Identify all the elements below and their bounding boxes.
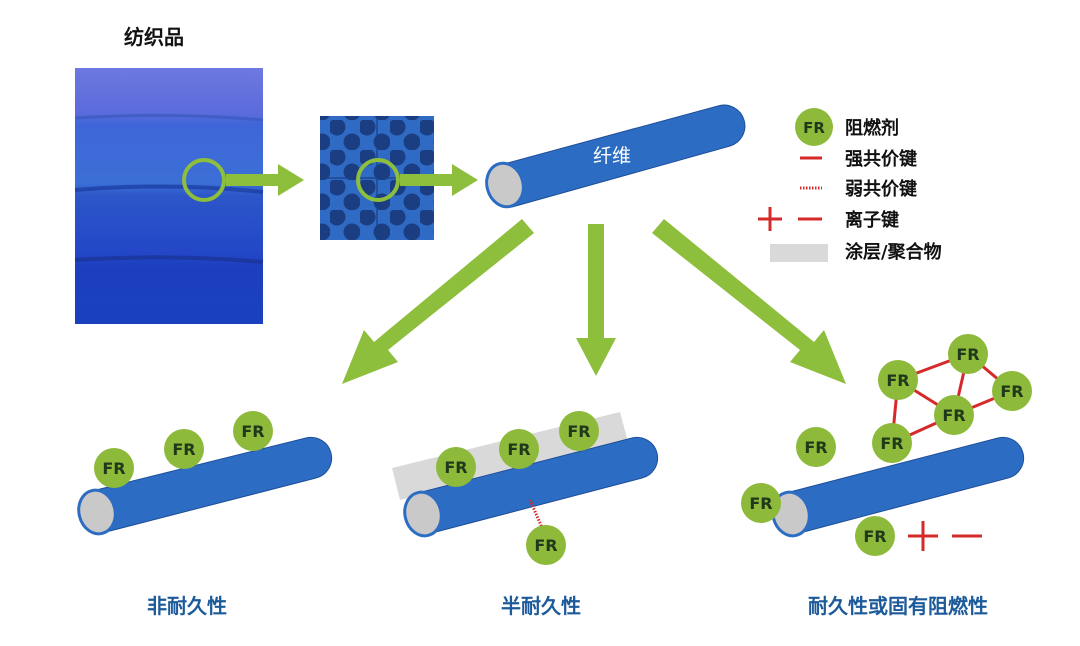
svg-text:FR: FR	[803, 119, 825, 137]
fr-badge: FR	[94, 448, 134, 488]
legend-coating-icon	[770, 244, 828, 262]
svg-text:FR: FR	[942, 406, 965, 425]
fr-badge: FR	[526, 525, 566, 565]
fr-badge: FR	[934, 395, 974, 435]
fr-badge: FR	[872, 423, 912, 463]
fiber-cylinder-left	[77, 436, 333, 536]
svg-text:FR: FR	[241, 422, 264, 441]
legend-fr-icon: FR	[795, 108, 833, 146]
arrow-to-semi-durable	[576, 224, 616, 376]
caption-durable: 耐久性或固有阻燃性	[808, 594, 988, 618]
textile-title: 纺织品	[124, 25, 184, 49]
fiber-cylinder-middle	[403, 436, 659, 538]
svg-text:FR: FR	[1000, 382, 1023, 401]
fr-badge: FR	[741, 483, 781, 523]
arrow-to-non-durable	[342, 219, 534, 384]
arrow-weave-to-fiber	[400, 164, 478, 196]
fr-badge: FR	[796, 427, 836, 467]
fr-badge: FR	[499, 429, 539, 469]
panel-non-durable: FR FR FR	[77, 411, 333, 536]
panel-semi-durable: FR FR FR FR	[392, 411, 659, 565]
svg-text:FR: FR	[880, 434, 903, 453]
legend-coating: 涂层/聚合物	[845, 241, 942, 263]
svg-text:FR: FR	[749, 494, 772, 513]
svg-text:FR: FR	[804, 438, 827, 457]
fr-badge: FR	[164, 429, 204, 469]
svg-text:FR: FR	[172, 440, 195, 459]
legend-ionic-icon	[758, 207, 822, 231]
fr-badge: FR	[436, 447, 476, 487]
ionic-bond-symbol	[908, 521, 982, 551]
fr-badge: FR	[948, 334, 988, 374]
fiber-cylinder-top	[485, 104, 746, 209]
svg-text:FR: FR	[956, 345, 979, 364]
svg-text:FR: FR	[567, 422, 590, 441]
svg-text:FR: FR	[507, 440, 530, 459]
legend-flame-retardant: 阻燃剂	[845, 117, 899, 139]
fr-badge: FR	[878, 360, 918, 400]
caption-non-durable: 非耐久性	[147, 594, 227, 618]
legend: FR 阻燃剂 强共价键 弱共价键 离子键 涂层/聚合物	[758, 108, 942, 263]
legend-weak-covalent: 弱共价键	[845, 178, 917, 200]
panel-durable: FR FR FR FR FR FR FR FR	[741, 334, 1032, 556]
svg-text:FR: FR	[534, 536, 557, 555]
caption-semi-durable: 半耐久性	[501, 594, 581, 618]
arrow-fabric-to-weave	[226, 164, 304, 196]
fr-badge: FR	[233, 411, 273, 451]
fiber-cylinder-right	[771, 436, 1025, 538]
fabric-image	[74, 68, 264, 324]
svg-text:FR: FR	[886, 371, 909, 390]
weak-covalent-bond	[528, 499, 545, 531]
legend-strong-covalent: 强共价键	[845, 148, 917, 170]
fiber-label: 纤维	[593, 145, 631, 167]
fr-badge: FR	[559, 411, 599, 451]
svg-text:FR: FR	[444, 458, 467, 477]
legend-ionic: 离子键	[845, 209, 899, 231]
svg-text:FR: FR	[102, 459, 125, 478]
fr-badge: FR	[855, 516, 895, 556]
arrow-to-durable	[652, 219, 846, 384]
fr-badge: FR	[992, 371, 1032, 411]
svg-text:FR: FR	[863, 527, 886, 546]
